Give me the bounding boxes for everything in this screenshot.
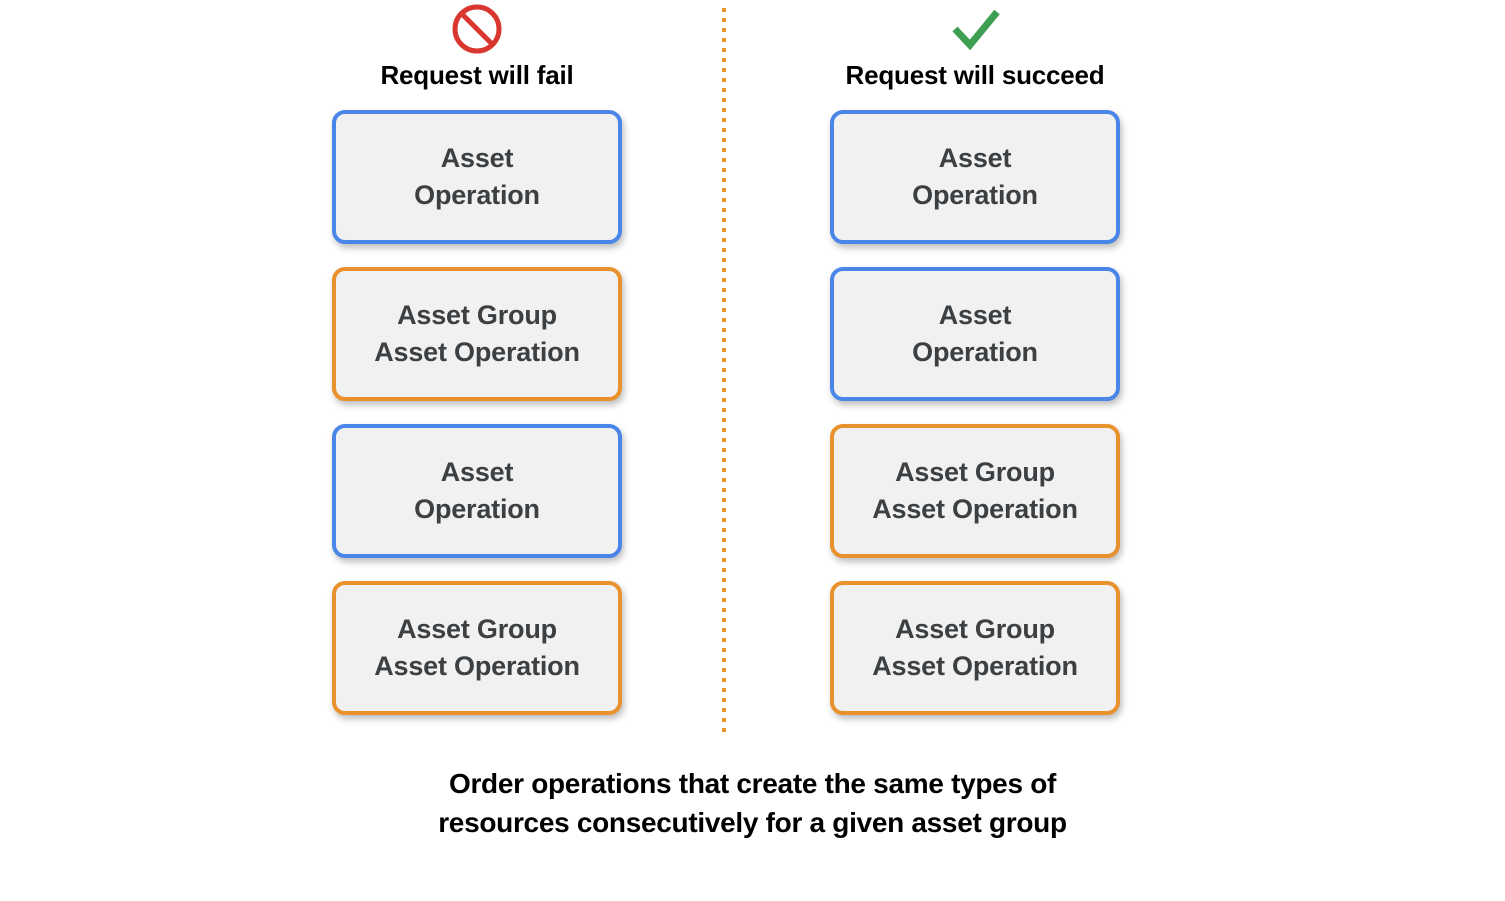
column-header-succeed: Request will succeed <box>825 0 1125 91</box>
checkmark-icon <box>952 9 1000 51</box>
node-box[interactable]: Asset Operation <box>830 110 1120 244</box>
node-box[interactable]: Asset Group Asset Operation <box>332 581 622 715</box>
prohibited-icon <box>452 4 502 54</box>
diagram-caption: Order operations that create the same ty… <box>438 768 1067 838</box>
node-box[interactable]: Asset Operation <box>332 110 622 244</box>
column-title-succeed: Request will succeed <box>845 60 1105 90</box>
node-box-label: Asset Group Asset Operation <box>374 300 580 367</box>
node-box-label: Asset Group Asset Operation <box>872 614 1078 681</box>
node-box-label: Asset Operation <box>414 143 540 210</box>
column-divider <box>722 8 726 736</box>
node-box[interactable]: Asset Operation <box>332 424 622 558</box>
box-stack-succeed: Asset Operation Asset Operation Asset Gr… <box>830 110 1120 738</box>
node-box[interactable]: Asset Group Asset Operation <box>830 581 1120 715</box>
node-box-label: Asset Operation <box>414 457 540 524</box>
node-box-label: Asset Operation <box>912 300 1038 367</box>
node-box-label: Asset Group Asset Operation <box>872 457 1078 524</box>
node-box[interactable]: Asset Operation <box>830 267 1120 401</box>
node-box[interactable]: Asset Group Asset Operation <box>830 424 1120 558</box>
node-box-label: Asset Group Asset Operation <box>374 614 580 681</box>
node-box[interactable]: Asset Group Asset Operation <box>332 267 622 401</box>
column-header-fail: Request will fail <box>327 0 627 91</box>
box-stack-fail: Asset Operation Asset Group Asset Operat… <box>332 110 622 738</box>
node-box-label: Asset Operation <box>912 143 1038 210</box>
column-title-fail: Request will fail <box>380 60 574 90</box>
